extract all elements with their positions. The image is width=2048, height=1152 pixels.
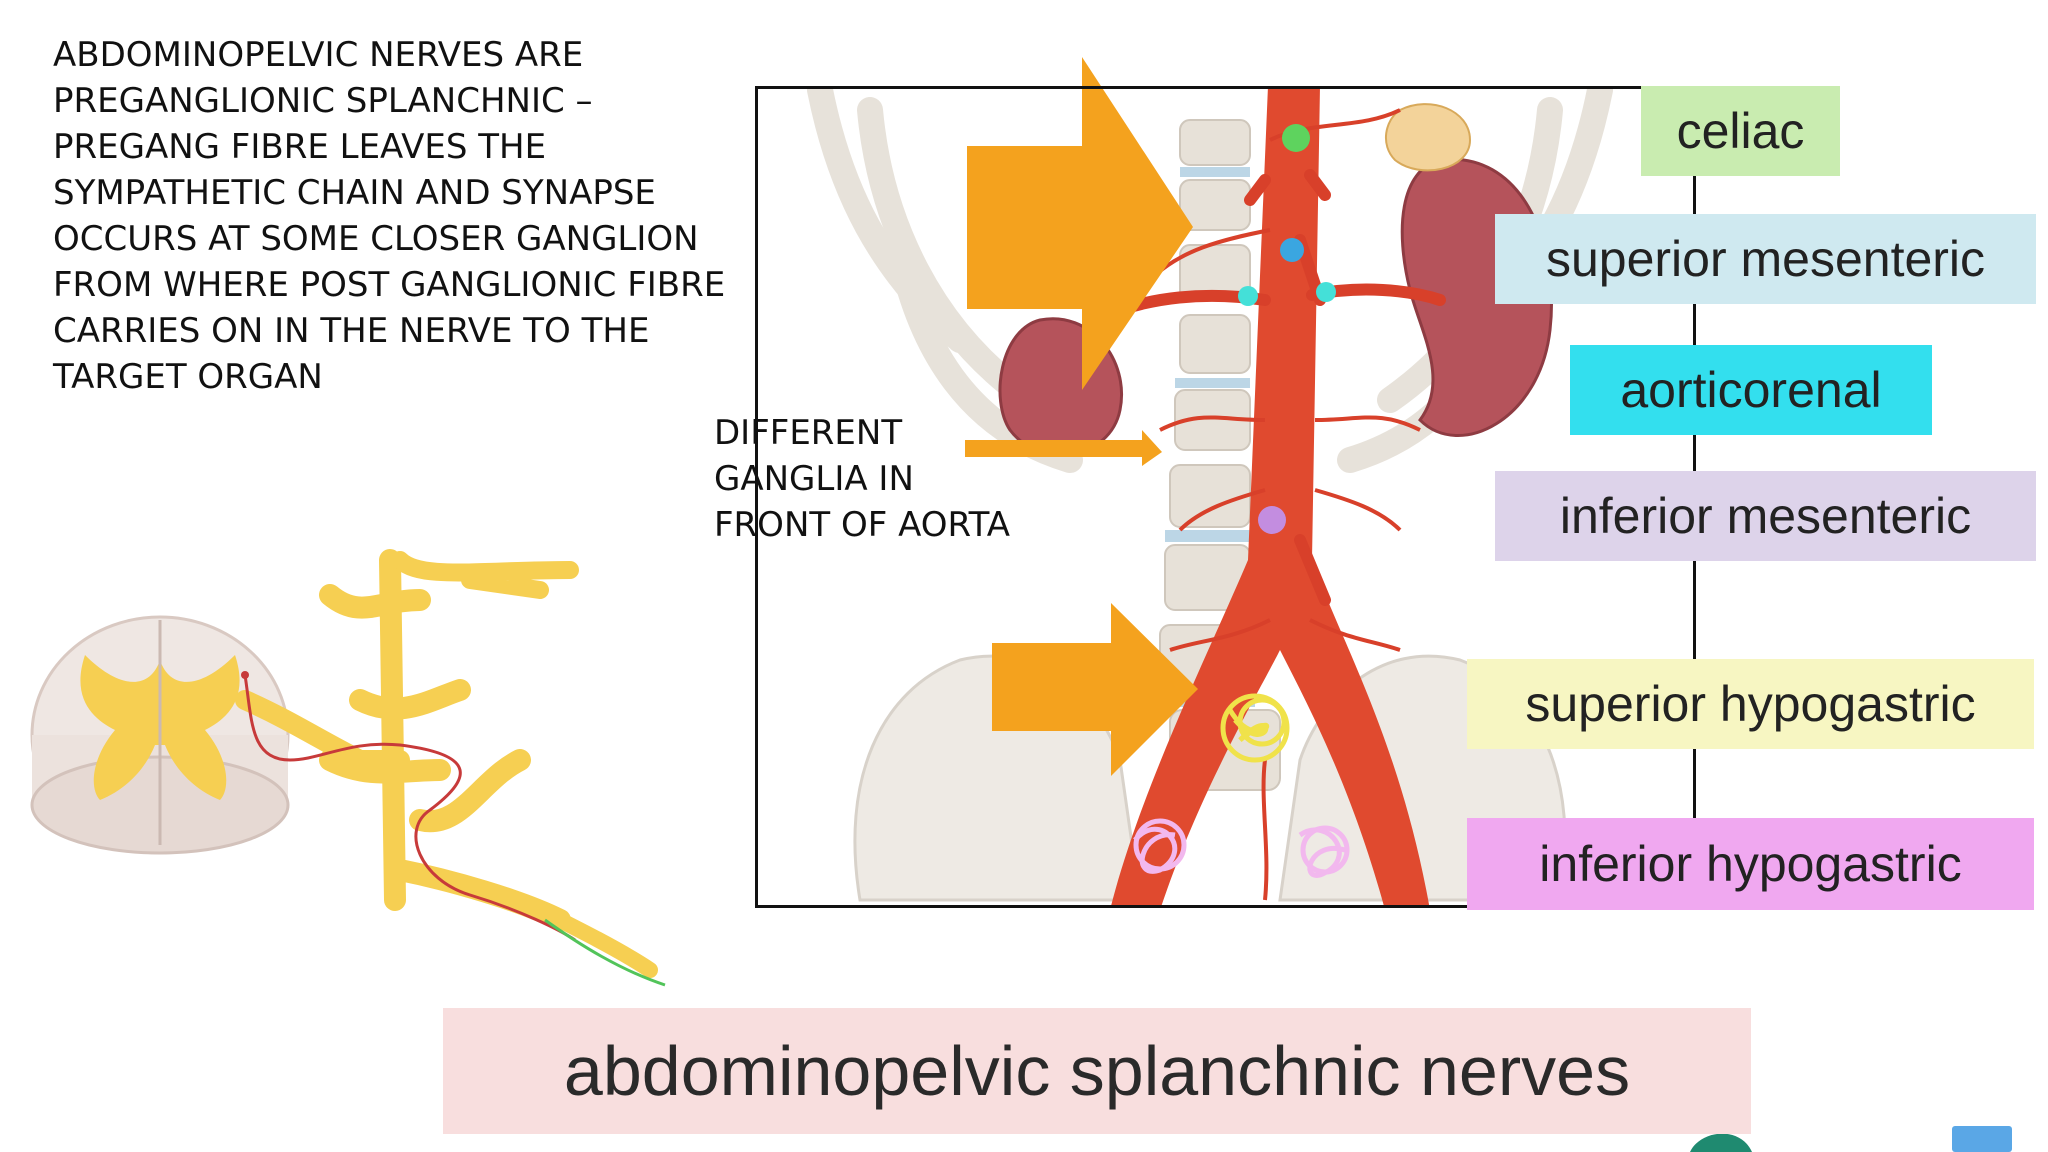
inferior-mesenteric-ganglion-dot bbox=[1258, 506, 1286, 534]
aorticorenal-ganglion-dot bbox=[1238, 286, 1258, 306]
arrow-large-top bbox=[967, 57, 1193, 390]
explanatory-note: ABDOMINOPELVIC NERVES ARE PREGANGLIONIC … bbox=[53, 32, 753, 400]
label-superior-mesenteric: superior mesenteric bbox=[1495, 214, 2036, 304]
note-line: OCCURS AT SOME CLOSER GANGLION bbox=[53, 219, 699, 259]
arrow-thin-middle bbox=[965, 430, 1162, 466]
slide-caption: abdominopelvic splanchnic nerves bbox=[443, 1008, 1751, 1134]
spinal-cord-illustration bbox=[30, 549, 666, 987]
pointer-arrows bbox=[965, 57, 1198, 776]
note-line: FROM WHERE POST GANGLIONIC FIBRE bbox=[53, 265, 726, 305]
note-line: TARGET ORGAN bbox=[53, 357, 323, 397]
note-line: PREGANGLIONIC SPLANCHNIC – bbox=[53, 81, 593, 121]
arrow-lower bbox=[992, 603, 1198, 776]
ganglia-callout: DIFFERENT GANGLIA IN FRONT OF AORTA bbox=[714, 410, 1010, 548]
callout-line: GANGLIA IN bbox=[714, 459, 914, 499]
callout-line: DIFFERENT bbox=[714, 413, 903, 453]
label-inferior-hypogastric: inferior hypogastric bbox=[1467, 818, 2034, 910]
note-line: PREGANG FIBRE LEAVES THE bbox=[53, 127, 547, 167]
label-aorticorenal: aorticorenal bbox=[1570, 345, 1932, 435]
note-line: CARRIES ON IN THE NERVE TO THE bbox=[53, 311, 650, 351]
superior-mesenteric-ganglion-dot bbox=[1280, 238, 1304, 262]
corner-square-button bbox=[1952, 1126, 2012, 1152]
corner-round-button bbox=[1690, 1133, 1752, 1152]
note-line: SYMPATHETIC CHAIN AND SYNAPSE bbox=[53, 173, 656, 213]
superior-hypogastric-scribble bbox=[1220, 693, 1290, 763]
inferior-hypogastric-scribble bbox=[1133, 818, 1350, 878]
note-line: ABDOMINOPELVIC NERVES ARE bbox=[53, 35, 584, 75]
callout-line: FRONT OF AORTA bbox=[714, 505, 1011, 545]
label-inferior-mesenteric: inferior mesenteric bbox=[1495, 471, 2036, 561]
aorticorenal-ganglion-dot bbox=[1316, 282, 1336, 302]
celiac-ganglion-dot bbox=[1282, 124, 1310, 152]
label-superior-hypogastric: superior hypogastric bbox=[1467, 659, 2034, 749]
label-celiac: celiac bbox=[1641, 86, 1840, 176]
